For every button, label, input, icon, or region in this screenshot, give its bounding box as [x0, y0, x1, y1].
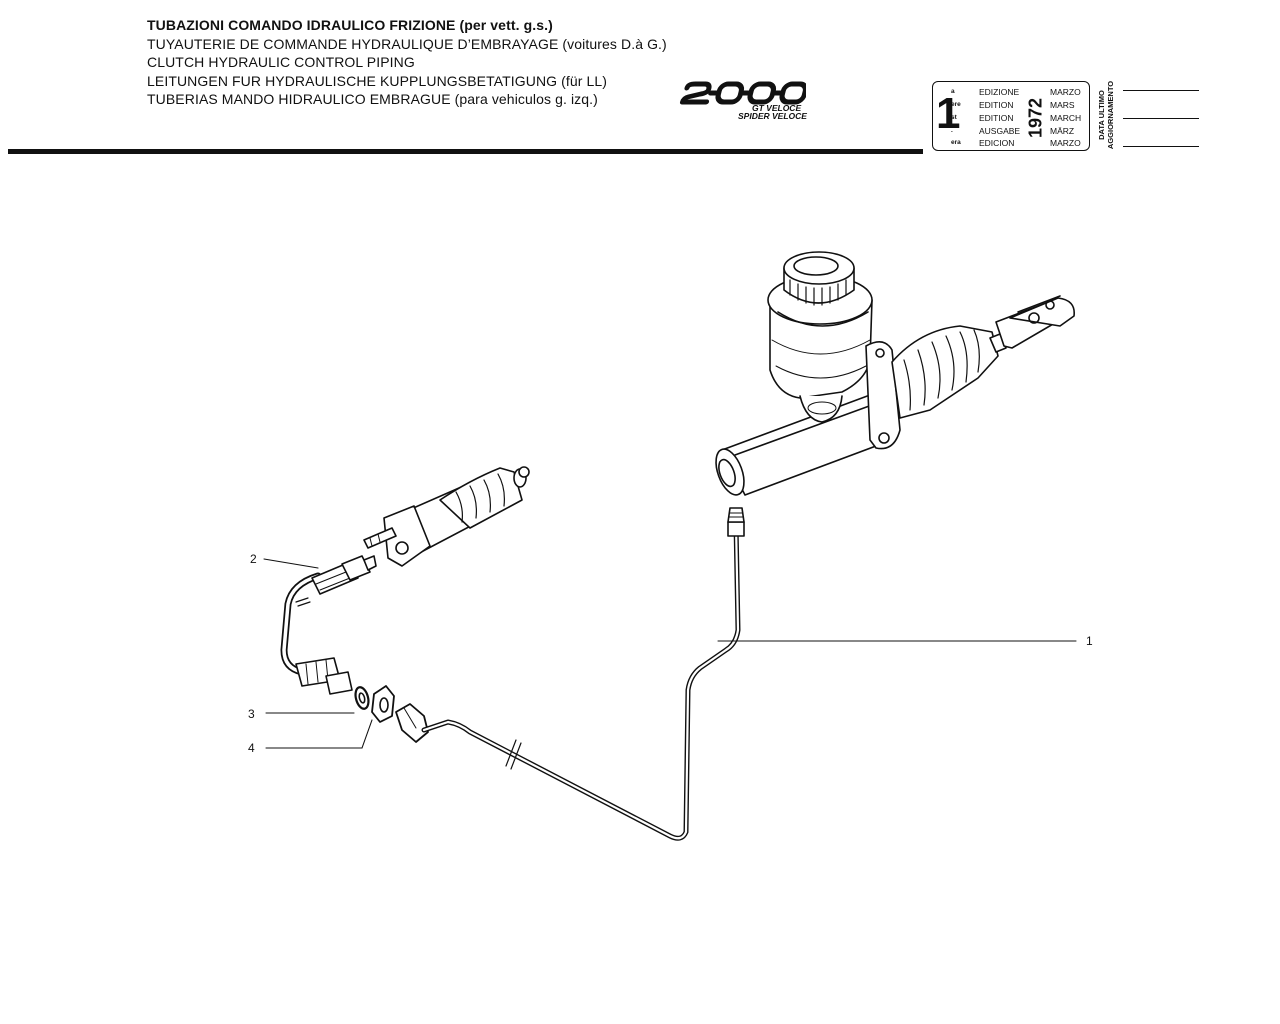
edition-name-fr: EDITION	[979, 100, 1014, 110]
header-rule	[8, 149, 923, 154]
edition-month-it: MARZO	[1050, 87, 1081, 97]
model-logo-mark	[679, 81, 806, 105]
edition-suffix-es: era	[951, 139, 961, 146]
washer-part	[354, 686, 370, 710]
edition-name-en: EDITION	[979, 113, 1014, 123]
edition-number: 1	[936, 89, 961, 138]
title-block: TUBAZIONI COMANDO IDRAULICO FRIZIONE (pe…	[147, 16, 787, 109]
edition-month-en: MARCH	[1050, 113, 1082, 123]
edition-suffix-en: st	[951, 114, 957, 121]
edition-name-it: EDIZIONE	[979, 87, 1020, 97]
rigid-pipe	[395, 507, 745, 841]
update-blank-line	[1123, 118, 1199, 119]
edition-month-fr: MARS	[1050, 100, 1075, 110]
edition-month-es: MARZO	[1050, 138, 1081, 148]
edition-box: 1 a ere st . era EDIZIONE EDITION EDITIO…	[932, 81, 1090, 151]
edition-suffix-fr: ere	[951, 101, 961, 108]
edition-name-es: EDICION	[979, 138, 1015, 148]
edition-suffix-de: .	[951, 127, 953, 134]
title-line-italian: TUBAZIONI COMANDO IDRAULICO FRIZIONE (pe…	[147, 17, 553, 33]
logo-variant-gt: GT VELOCE	[752, 103, 802, 113]
leader-line-2	[263, 558, 319, 569]
callout-3: 3	[248, 707, 255, 721]
logo-variant-spider: SPIDER VELOCE	[738, 111, 807, 121]
callout-4: 4	[248, 741, 255, 755]
title-line-french: TUYAUTERIE DE COMMANDE HYDRAULIQUE D’EMB…	[147, 35, 667, 52]
model-logo: GT VELOCE SPIDER VELOCE	[676, 80, 807, 126]
leader-line-4b	[361, 719, 373, 749]
master-cylinder	[715, 251, 1075, 496]
edition-month-de: MÄRZ	[1050, 126, 1075, 136]
flexible-hose	[280, 555, 377, 695]
title-line-spanish: TUBERIAS MANDO HIDRAULICO EMBRAGUE (para…	[147, 91, 598, 108]
callout-1: 1	[1086, 634, 1093, 648]
slave-cylinder	[363, 466, 530, 567]
update-blank-line	[1123, 90, 1199, 91]
update-blank-line	[1123, 146, 1199, 147]
title-line-english: CLUTCH HYDRAULIC CONTROL PIPING	[147, 54, 415, 71]
title-line-german: LEITUNGEN FUR HYDRAULISCHE KUPPLUNGSBETA…	[147, 72, 608, 89]
callout-2: 2	[250, 552, 257, 566]
edition-name-de: AUSGABE	[979, 126, 1021, 136]
edition-suffix-it: a	[951, 88, 955, 95]
nut-part	[371, 685, 395, 723]
